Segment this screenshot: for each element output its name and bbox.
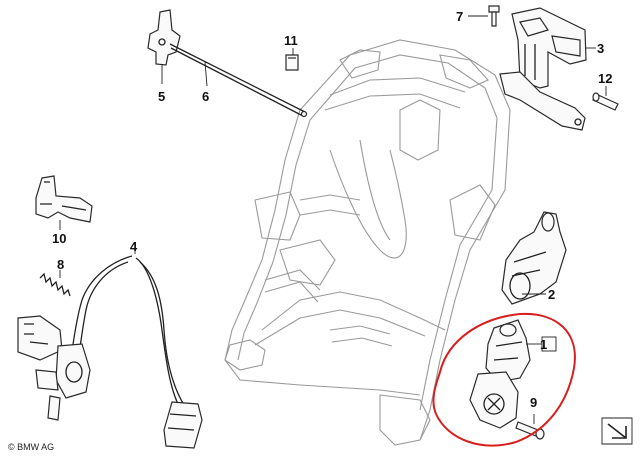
part-12-pin — [592, 86, 619, 111]
callout-10: 10 — [52, 231, 67, 246]
callout-11: 11 — [284, 33, 298, 48]
part-11-bolt — [285, 48, 299, 71]
callout-1: 1 — [540, 337, 548, 352]
callout-4: 4 — [130, 239, 138, 254]
part-2-motor — [501, 211, 567, 305]
part-8-spring — [39, 270, 71, 297]
part-4-left-actuator — [17, 315, 91, 421]
part-3-bracket — [499, 7, 596, 131]
highlight-circle — [432, 312, 576, 447]
copyright-text: © BMW AG — [8, 442, 55, 452]
seat-back-frame — [224, 39, 511, 446]
callout-5: 5 — [158, 89, 166, 104]
callout-9: 9 — [530, 395, 538, 410]
callout-6: 6 — [202, 89, 210, 104]
callout-8: 8 — [57, 257, 65, 272]
part-6-rod — [169, 43, 308, 118]
part-9-screw — [515, 414, 545, 440]
part-4-connector — [163, 401, 203, 449]
callout-12: 12 — [598, 71, 613, 86]
orientation-icon — [601, 417, 633, 445]
callout-2: 2 — [548, 287, 556, 302]
part-10-small-bracket — [35, 175, 93, 230]
callout-3: 3 — [597, 41, 605, 56]
part-1-motor — [469, 319, 557, 429]
callout-7: 7 — [456, 9, 464, 24]
part-7-screw — [468, 5, 500, 27]
part-5-tool-handle — [147, 9, 181, 84]
part-4-cable — [71, 242, 185, 409]
